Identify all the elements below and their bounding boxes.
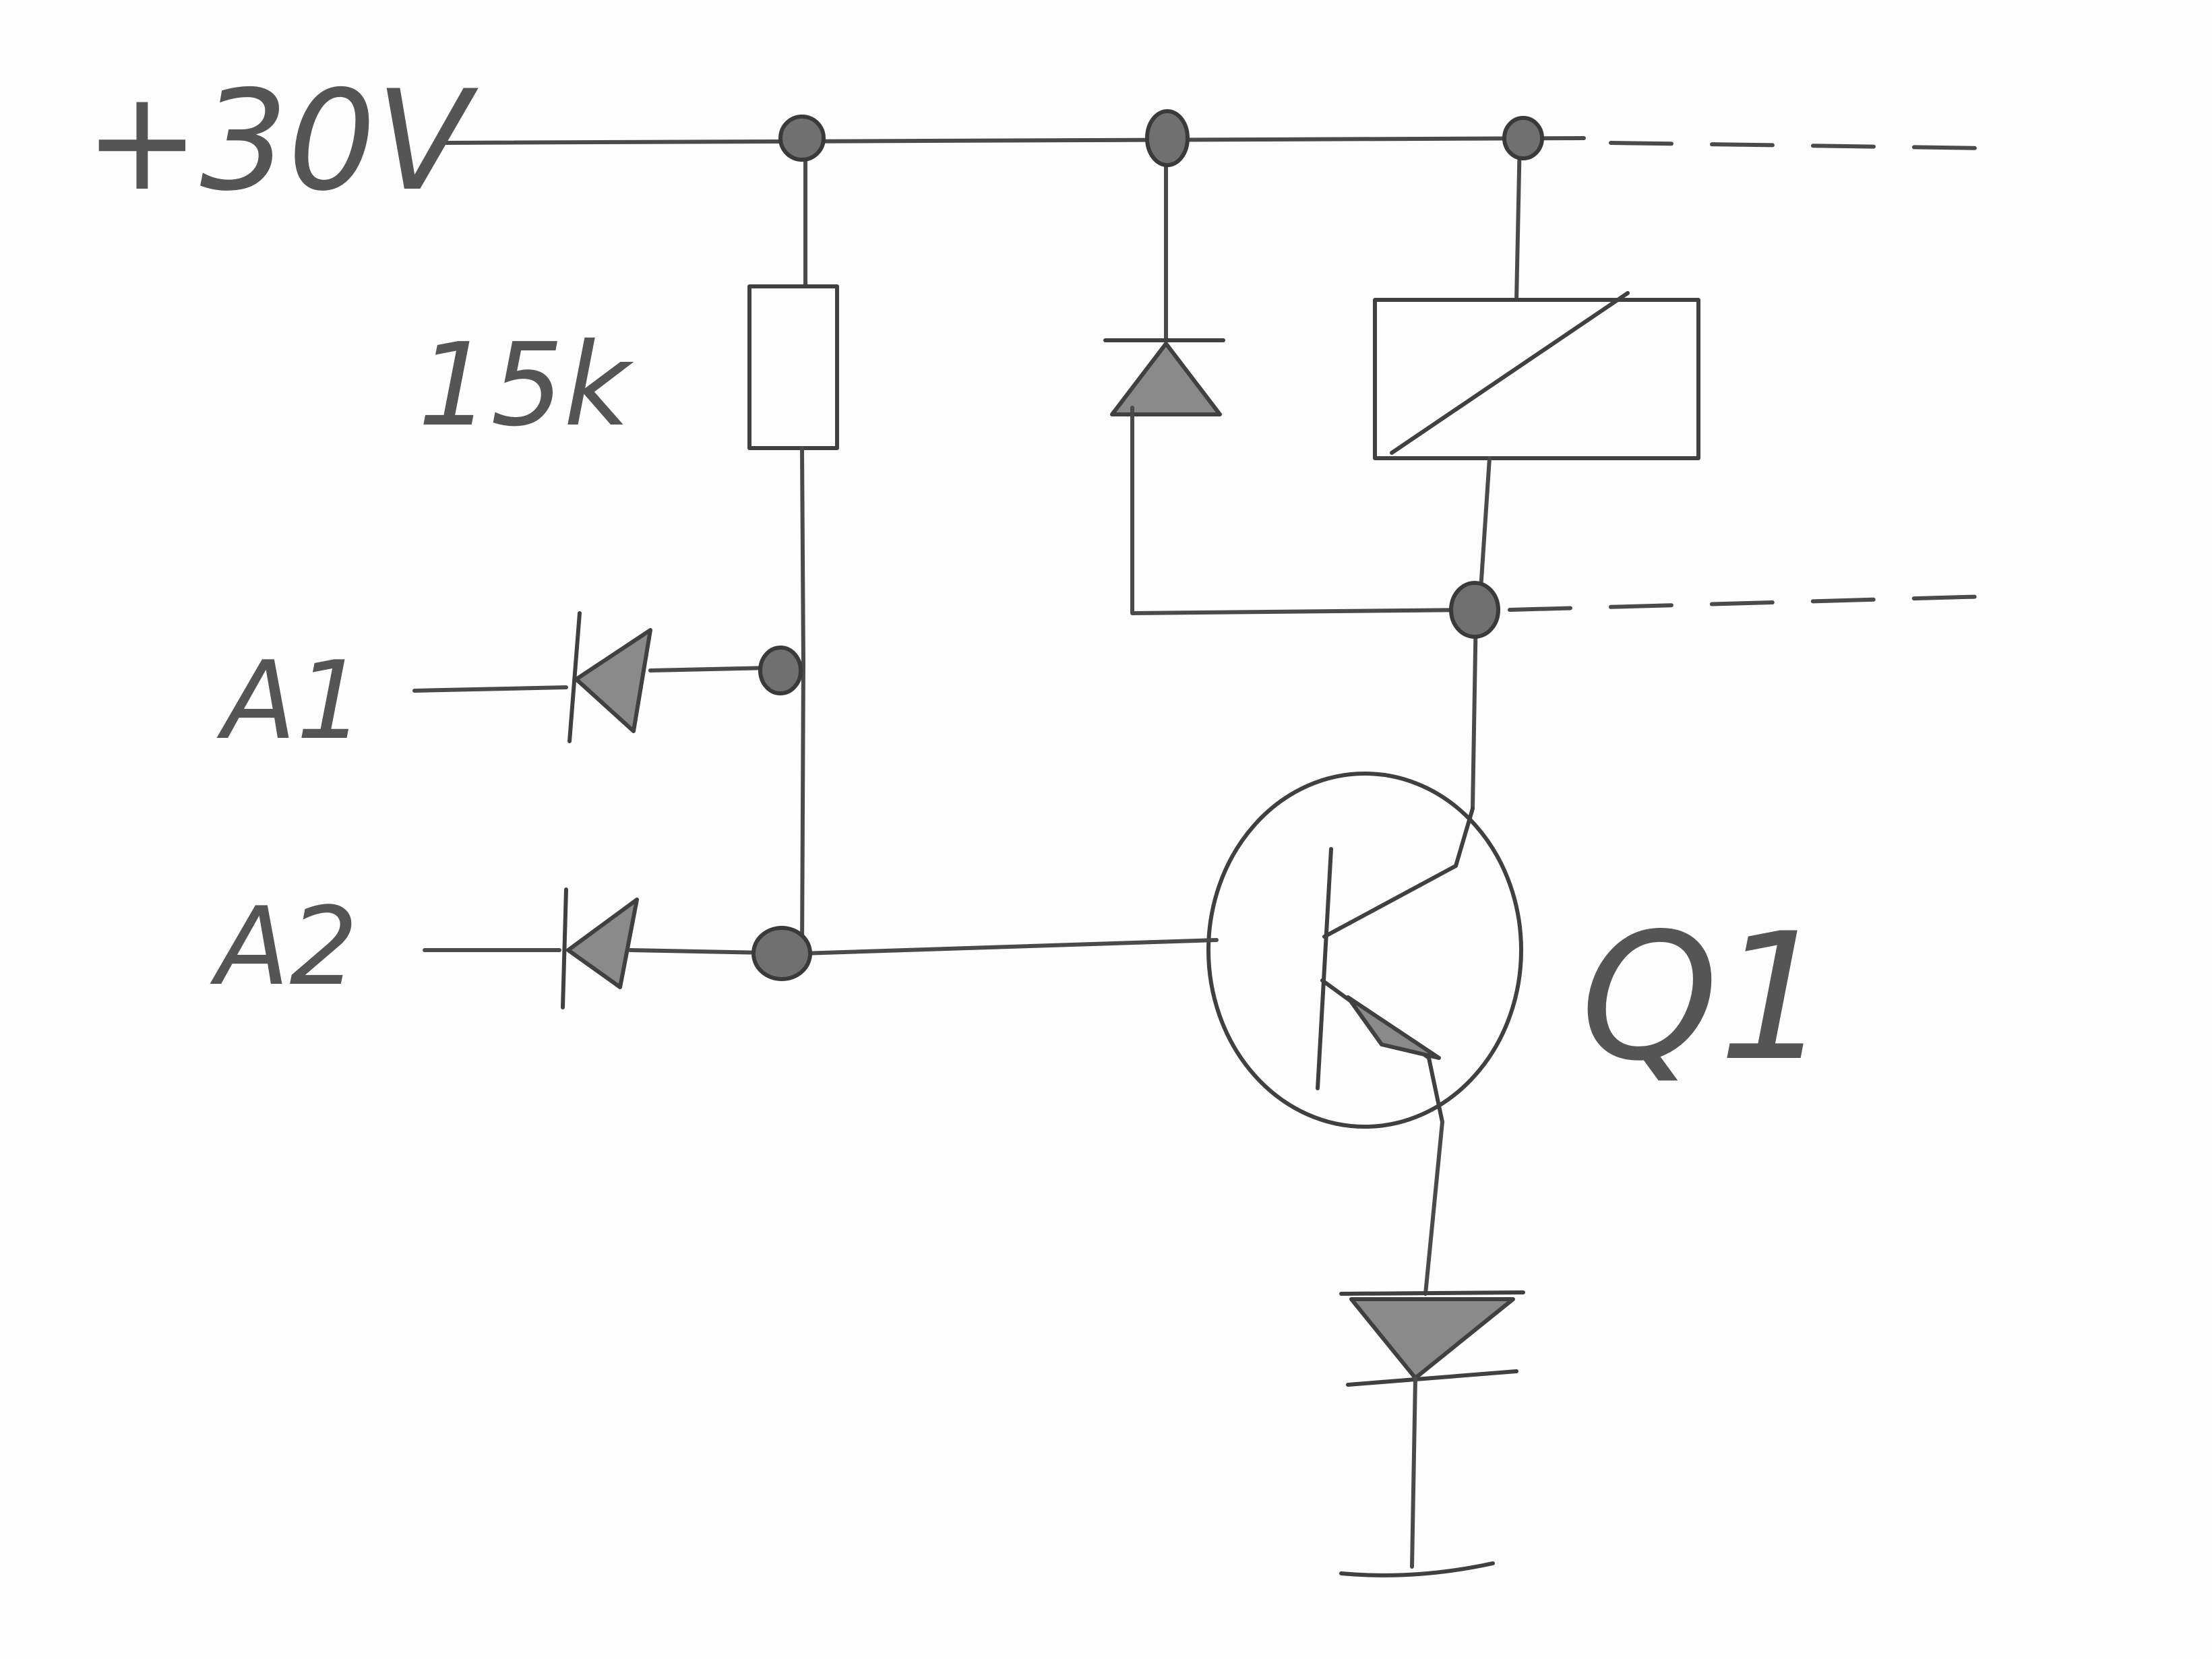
input-a2-label: A2 <box>210 883 358 1009</box>
junction-node <box>751 926 812 981</box>
base-wire <box>800 938 1219 956</box>
resistor-value-label: 15k <box>418 319 634 452</box>
supply-rail <box>439 136 1990 150</box>
ground-bar <box>1339 1561 1495 1577</box>
resistor-15k <box>747 284 839 450</box>
relay-coil-slash <box>1390 291 1630 455</box>
input-a2-diode-bar <box>561 887 568 1009</box>
input-a2-diode-triangle <box>566 898 639 989</box>
input-a1-label: A1 <box>216 637 365 763</box>
junction-node <box>758 646 803 695</box>
input-a1-diode-bar <box>567 611 582 743</box>
input-a1-diode-triangle <box>574 628 652 733</box>
supply-voltage-label: +30V <box>84 61 479 222</box>
junction-node <box>778 115 826 162</box>
relay-coil <box>1373 298 1700 460</box>
transistor-q1-label: Q1 <box>1580 896 1830 1100</box>
flyback-diode-branch <box>1103 136 1475 615</box>
transistor-collector-lead <box>1322 807 1475 939</box>
resistor-branch <box>747 136 839 956</box>
emitter-diode-top-bar <box>1339 1290 1525 1296</box>
transistor-circle <box>1206 772 1523 1129</box>
junction-node <box>1449 581 1500 639</box>
collector-wire <box>1471 608 1478 811</box>
transistor-emitter-arrow <box>1346 995 1441 1060</box>
junction-node <box>1502 116 1544 160</box>
emitter-diode-branch <box>1339 1120 1525 1577</box>
emitter-diode-triangle <box>1349 1297 1515 1380</box>
relay-branch <box>1373 136 1990 612</box>
input-a2-branch <box>423 887 804 1009</box>
transistor-base-bar <box>1316 847 1333 1090</box>
input-a1-branch <box>412 611 804 743</box>
transistor-q1 <box>1206 772 1523 1129</box>
flyback-diode-triangle <box>1110 342 1222 416</box>
junction-nodes <box>751 109 1544 981</box>
emitter-diode-bottom-bar <box>1346 1369 1518 1387</box>
junction-node <box>1145 109 1190 167</box>
